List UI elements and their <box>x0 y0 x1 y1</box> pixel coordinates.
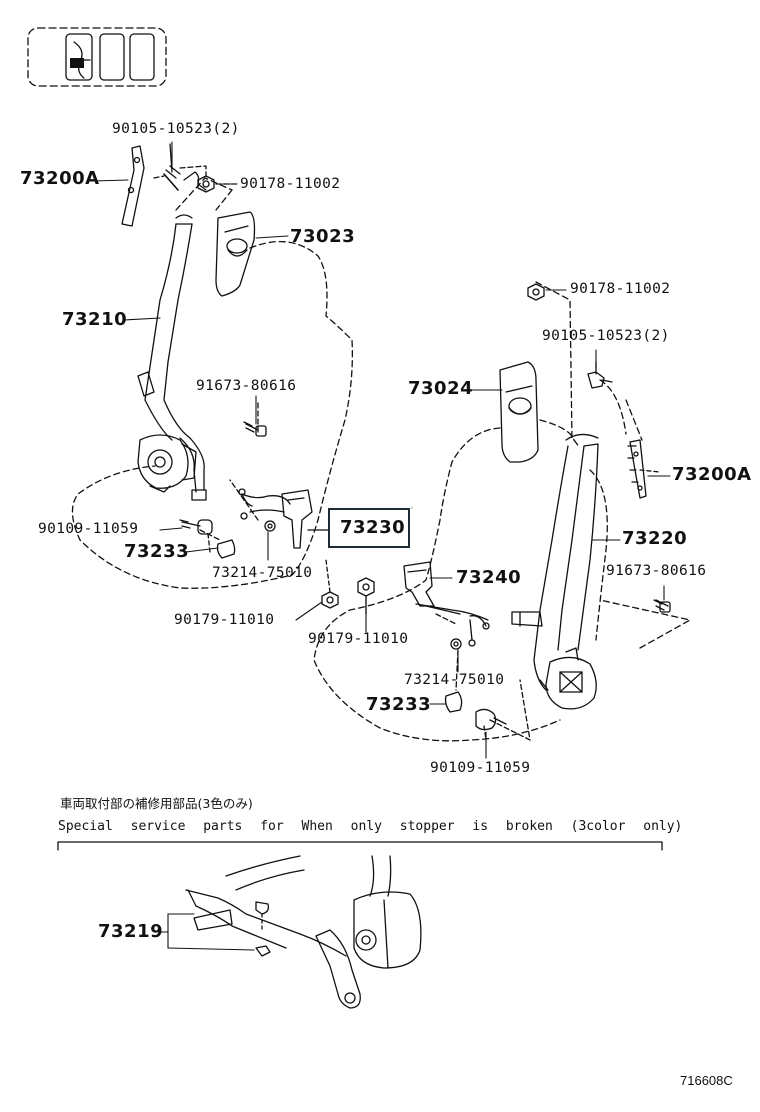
label-stopper[interactable]: 73219 <box>98 921 164 942</box>
note-japanese: 車両取付部の補修用部品(3色のみ) <box>60 796 253 811</box>
right-clip-73214 <box>450 638 462 650</box>
section-bracket <box>57 841 663 851</box>
leader-lines <box>93 141 671 759</box>
label-nut-upper-left[interactable]: 90178-11002 <box>240 176 341 192</box>
vehicle-seat-icon <box>27 27 167 87</box>
label-cap-right[interactable]: 73233 <box>366 694 432 715</box>
stopper-leader <box>159 913 255 951</box>
left-cover-73023 <box>215 211 256 297</box>
label-anchor-right[interactable]: 73200A <box>672 464 752 485</box>
label-cap-left[interactable]: 73233 <box>124 541 190 562</box>
right-seat-outline <box>313 281 691 742</box>
label-bolt-upper-left[interactable]: 90105-10523(2) <box>112 121 240 137</box>
label-bolt-buckle-right[interactable]: 90109-11059 <box>430 760 531 776</box>
right-bolt-90105 <box>587 361 613 389</box>
right-belt-73220 <box>511 433 599 691</box>
note-english: Special service parts for When only stop… <box>58 819 683 834</box>
label-bolt-buckle-left[interactable]: 90109-11059 <box>38 521 139 537</box>
right-nut-90178 <box>527 283 545 301</box>
right-upper-anchor <box>627 439 661 499</box>
left-upper-anchor <box>121 143 207 227</box>
left-nut-90179 <box>321 559 339 609</box>
label-clip-right[interactable]: 73214-75010 <box>404 672 505 688</box>
right-cap-73233 <box>444 691 463 713</box>
label-nut-lower-right[interactable]: 90179-11010 <box>308 631 409 647</box>
label-cover-left[interactable]: 73023 <box>290 226 356 247</box>
left-retractor <box>137 434 197 493</box>
label-anchor-left[interactable]: 73200A <box>20 168 100 189</box>
left-seat-outline <box>71 177 353 589</box>
stopper-illustration <box>185 855 422 1009</box>
right-bolt-91673 <box>653 599 671 613</box>
right-buckle-73240 <box>403 561 490 647</box>
label-bolt-retractor-right[interactable]: 91673-80616 <box>606 563 707 579</box>
label-nut-upper-right[interactable]: 90178-11002 <box>570 281 671 297</box>
label-buckle-right[interactable]: 73240 <box>456 567 522 588</box>
label-belt-left[interactable]: 73210 <box>62 309 128 330</box>
left-bolt-91673 <box>243 399 267 437</box>
left-buckle-73230 <box>238 488 329 549</box>
highlight-box-73230 <box>328 508 410 548</box>
label-buckle-left[interactable]: 73230 <box>340 517 406 538</box>
right-cover-73024 <box>499 361 539 463</box>
label-belt-right[interactable]: 73220 <box>622 528 688 549</box>
right-bolt-90109 <box>475 708 507 741</box>
left-cap-73233 <box>216 539 236 559</box>
label-bolt-upper-right[interactable]: 90105-10523(2) <box>542 328 670 344</box>
right-retractor <box>539 647 597 710</box>
label-nut-lower-left[interactable]: 90179-11010 <box>174 612 275 628</box>
label-clip-left[interactable]: 73214-75010 <box>212 565 313 581</box>
label-cover-right[interactable]: 73024 <box>408 378 474 399</box>
diagram-reference-code: 716608C <box>680 1073 733 1088</box>
label-bolt-retractor-left[interactable]: 91673-80616 <box>196 378 297 394</box>
left-belt-73210 <box>137 214 207 501</box>
